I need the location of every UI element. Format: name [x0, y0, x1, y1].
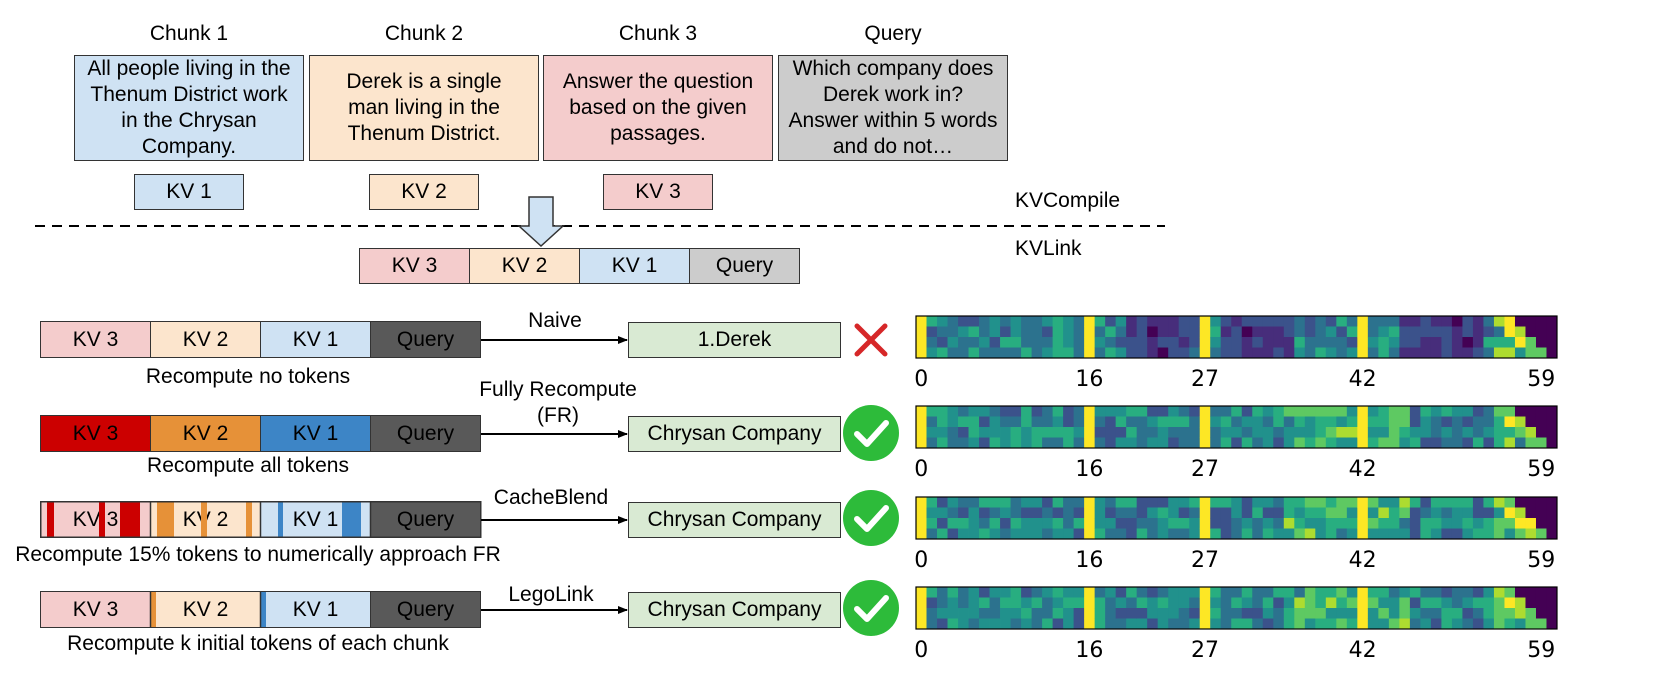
cacheblend-recompute-marks	[40, 501, 482, 538]
row2-kv-1: KV 1	[260, 415, 371, 452]
kv-3-box: KV 3	[603, 174, 713, 210]
row2-method-abbrev: (FR)	[537, 404, 579, 427]
chunk-1-title: Chunk 1	[149, 22, 229, 45]
cross-icon	[854, 323, 888, 357]
heatmap-tick-label: 59	[1527, 457, 1555, 482]
row4-query: Query	[370, 591, 481, 628]
seq-query: Query	[689, 248, 800, 284]
seq-kv-1: KV 1	[579, 248, 690, 284]
row1-kv-2: KV 2	[150, 321, 261, 358]
heatmap-tick-label: 59	[1527, 548, 1555, 573]
heatmap-tick-label: 0	[914, 367, 928, 392]
heatmap-tick-label: 0	[914, 548, 928, 573]
row1-method: Naive	[528, 309, 582, 332]
chunk-2-title: Chunk 2	[384, 22, 464, 45]
heatmap-tick-label: 16	[1075, 548, 1103, 573]
heatmap-tick-label: 0	[914, 638, 928, 663]
heatmap-4: 0 16 27 42 59	[914, 586, 1558, 663]
heatmap-tick-label: 27	[1191, 457, 1219, 482]
kvcompile-label: KVCompile	[1015, 189, 1121, 212]
row4-method: LegoLink	[508, 583, 594, 606]
legolink-recompute-marks	[149, 591, 266, 628]
seq-kv-3: KV 3	[359, 248, 470, 284]
row4-kv-3: KV 3	[40, 591, 151, 628]
kv-2-box: KV 2	[369, 174, 479, 210]
kv-1-box: KV 1	[134, 174, 244, 210]
heatmap-tick-label: 42	[1349, 457, 1377, 482]
heatmap-tick-label: 42	[1349, 548, 1377, 573]
check-icon	[843, 490, 899, 546]
heatmap-tick-label: 27	[1191, 548, 1219, 573]
heatmap-tick-label: 42	[1349, 367, 1377, 392]
row2-kv-2: KV 2	[150, 415, 261, 452]
chunk-3-box: Answer the question based on the given p…	[543, 55, 773, 161]
check-icon	[843, 580, 899, 636]
seq-kv-2: KV 2	[469, 248, 580, 284]
row1-answer: 1.Derek	[628, 322, 841, 358]
correctness-marks	[843, 323, 899, 636]
row2-query: Query	[370, 415, 481, 452]
down-arrow-icon	[517, 196, 565, 248]
separator-and-arrow	[35, 196, 1165, 248]
heatmap-tick-label: 27	[1191, 638, 1219, 663]
heatmap-tick-label: 59	[1527, 367, 1555, 392]
row2-answer: Chrysan Company	[628, 416, 841, 452]
heatmap-tick-label: 59	[1527, 638, 1555, 663]
check-icon	[843, 405, 899, 461]
row4-caption: Recompute k initial tokens of each chunk	[67, 632, 449, 655]
row-arrows	[481, 336, 628, 614]
chunk-3-title: Chunk 3	[618, 22, 698, 45]
row2-method: Fully Recompute	[479, 378, 637, 401]
kvlink-label: KVLink	[1015, 237, 1082, 260]
heatmap-tick-label: 42	[1349, 638, 1377, 663]
heatmap-tick-label: 16	[1075, 367, 1103, 392]
row4-kv-2: KV 2	[150, 591, 261, 628]
heatmap-3: 0 16 27 42 59	[914, 496, 1558, 573]
row3-method: CacheBlend	[493, 486, 609, 509]
heatmap-1: 0 16 27 42 59	[914, 315, 1558, 392]
row3-caption: Recompute 15% tokens to numerically appr…	[15, 543, 501, 566]
row4-answer: Chrysan Company	[628, 592, 841, 628]
row2-kv-3: KV 3	[40, 415, 151, 452]
heatmap-tick-label: 16	[1075, 457, 1103, 482]
row3-answer: Chrysan Company	[628, 502, 841, 538]
row1-caption: Recompute no tokens	[145, 365, 351, 388]
query-box: Which company does Derek work in? Answer…	[778, 55, 1008, 161]
chunk-1-box: All people living in the Thenum District…	[74, 55, 304, 161]
query-title: Query	[864, 22, 922, 45]
row1-kv-1: KV 1	[260, 321, 371, 358]
row1-query: Query	[370, 321, 481, 358]
chunk-2-box: Derek is a single man living in the Then…	[309, 55, 539, 161]
heatmap-2: 0 16 27 42 59	[914, 405, 1558, 482]
row2-caption: Recompute all tokens	[147, 454, 349, 477]
row1-kv-3: KV 3	[40, 321, 151, 358]
heatmap-tick-label: 27	[1191, 367, 1219, 392]
heatmap-tick-label: 0	[914, 457, 928, 482]
attention-heatmaps: 0 16 27 42 59 0 16 27 42 59 0 16 27 42 59 0 16 27 42 59	[914, 315, 1558, 663]
heatmap-tick-label: 16	[1075, 638, 1103, 663]
